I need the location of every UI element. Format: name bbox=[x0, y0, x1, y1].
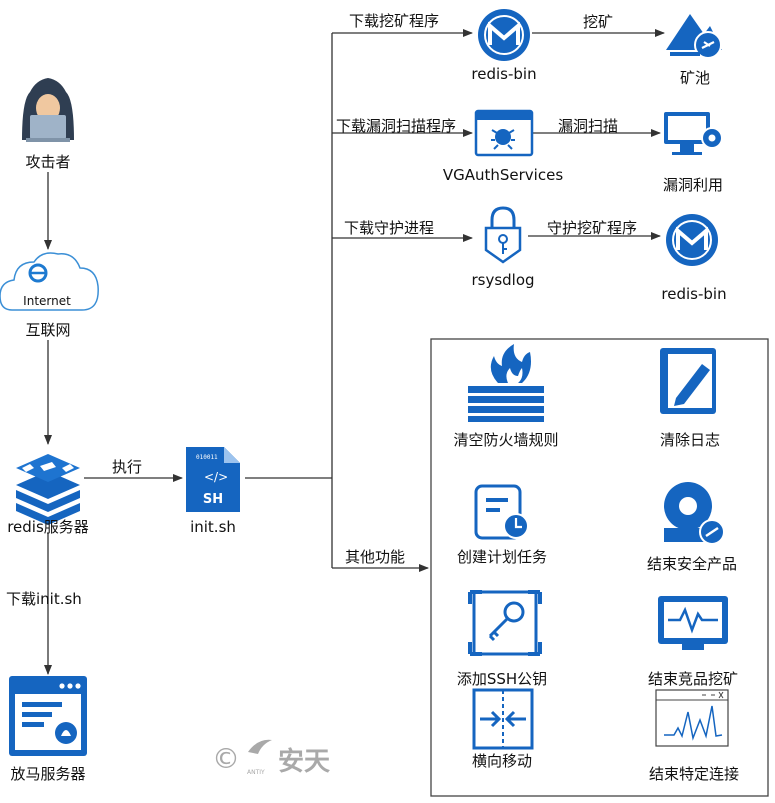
attacker-label: 攻击者 bbox=[25, 153, 71, 171]
shell-script-icon: 010011 </> SH bbox=[186, 447, 240, 512]
redis-bin-top-label: redis-bin bbox=[471, 65, 537, 83]
vgauth-label: VGAuthServices bbox=[442, 166, 564, 184]
svg-text:ANTIY: ANTIY bbox=[247, 769, 265, 776]
vuln-exploit-label: 漏洞利用 bbox=[662, 176, 724, 194]
internet-text: Internet bbox=[23, 294, 71, 308]
mining-pool-icon bbox=[666, 14, 722, 59]
function-lateral-move: 横向移动 bbox=[471, 752, 533, 770]
redis-server-label: redis服务器 bbox=[7, 518, 89, 536]
script-bits: 010011 bbox=[196, 454, 218, 461]
notebook-pen-icon bbox=[660, 348, 716, 414]
lock-icon bbox=[484, 206, 522, 264]
hacker-icon bbox=[22, 78, 74, 142]
function-kill-competitors: 结束竞品挖矿 bbox=[647, 670, 739, 688]
edge-mining: 挖矿 bbox=[583, 13, 614, 31]
browser-window-icon bbox=[9, 676, 87, 756]
edge-execute: 执行 bbox=[112, 458, 143, 476]
function-clear-firewall: 清空防火墙规则 bbox=[453, 431, 559, 449]
edge-download-guard: 下载守护进程 bbox=[344, 219, 435, 237]
function-kill-security: 结束安全产品 bbox=[646, 555, 738, 573]
function-kill-connections: 结束特定连接 bbox=[648, 765, 740, 783]
function-clear-logs: 清除日志 bbox=[659, 431, 721, 449]
redis-bin-bottom-label: redis-bin bbox=[661, 285, 727, 303]
edge-download-init: 下载init.sh bbox=[6, 590, 82, 608]
clock-doc-icon bbox=[474, 484, 529, 540]
monero-icon bbox=[478, 9, 530, 61]
edge-download-scanner: 下载漏洞扫描程序 bbox=[336, 117, 457, 135]
watermark: © ANTIY 安天 bbox=[212, 739, 330, 777]
monero-icon bbox=[666, 214, 718, 266]
camera-link-icon bbox=[664, 482, 725, 545]
edge-download-miner: 下载挖矿程序 bbox=[349, 12, 440, 30]
bug-window-icon bbox=[474, 109, 534, 157]
key-frame-icon bbox=[468, 590, 542, 656]
firewall-icon bbox=[468, 344, 544, 422]
edge-other-functions: 其他功能 bbox=[345, 548, 406, 566]
monitor-gear-icon bbox=[664, 112, 723, 155]
internet-label: 互联网 bbox=[25, 321, 71, 339]
svg-text:©: © bbox=[212, 742, 240, 775]
edge-guard-miner: 守护挖矿程序 bbox=[547, 219, 638, 237]
function-create-cron: 创建计划任务 bbox=[456, 548, 548, 566]
cloud-icon bbox=[0, 252, 99, 311]
functions-box bbox=[430, 338, 769, 797]
svg-text:</>: </> bbox=[204, 470, 228, 484]
function-add-ssh-key: 添加SSH公钥 bbox=[456, 670, 548, 688]
svg-text:安天: 安天 bbox=[278, 747, 330, 777]
edge-vuln-scan: 漏洞扫描 bbox=[558, 117, 619, 135]
script-badge: SH bbox=[203, 492, 223, 507]
lateral-move-icon bbox=[472, 688, 534, 750]
waveform-window-icon bbox=[655, 689, 729, 747]
pulse-monitor-icon bbox=[658, 596, 728, 650]
payload-server-label: 放马服务器 bbox=[10, 765, 86, 783]
mining-pool-label: 矿池 bbox=[679, 69, 711, 87]
redis-icon bbox=[16, 454, 80, 525]
init-sh-label: init.sh bbox=[190, 518, 236, 536]
rsysdlog-label: rsysdlog bbox=[471, 271, 535, 289]
connectors bbox=[44, 29, 665, 675]
